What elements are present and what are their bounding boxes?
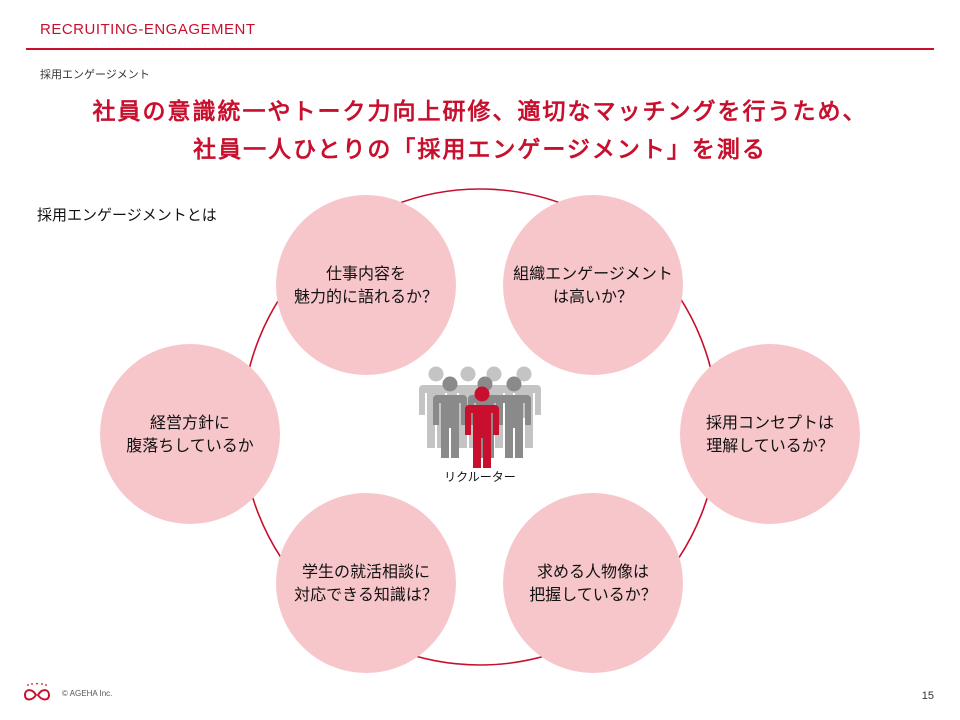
circle-job-content: 仕事内容を 魅力的に語れるか？ bbox=[276, 195, 456, 375]
page-number: 15 bbox=[921, 690, 934, 702]
ageha-logo-icon bbox=[23, 682, 51, 701]
diagram-label: 採用エンゲージメントとは bbox=[37, 206, 217, 224]
circle-text: 組織エンゲージメント は高いか？ bbox=[513, 264, 673, 306]
circle-recruit-concept: 採用コンセプトは 理解しているか？ bbox=[680, 344, 860, 524]
recruiter-group-icon bbox=[419, 366, 541, 468]
section-label: 採用エンゲージメント bbox=[40, 68, 150, 81]
header-rule bbox=[26, 48, 934, 50]
circle-text: 採用コンセプトは 理解しているか？ bbox=[705, 413, 834, 455]
circle-text: 求める人物像は 把握しているか？ bbox=[529, 562, 657, 604]
circle-text: 仕事内容を 魅力的に語れるか？ bbox=[293, 264, 438, 306]
center-caption: リクルーター bbox=[444, 470, 516, 484]
circle-management-policy: 経営方針に 腹落ちしているか bbox=[100, 344, 280, 524]
circle-ideal-candidate: 求める人物像は 把握しているか？ bbox=[503, 493, 683, 673]
headline-line-2: 社員一人ひとりの「採用エンゲージメント」を測る bbox=[193, 137, 767, 163]
copyright: © AGEHA Inc. bbox=[62, 689, 113, 698]
circle-org-engagement: 組織エンゲージメント は高いか？ bbox=[503, 195, 683, 375]
headline-line-1: 社員の意識統一やトーク力向上研修、適切なマッチングを行うため、 bbox=[92, 99, 868, 125]
circle-text: 学生の就活相談に 対応できる知識は？ bbox=[294, 562, 438, 604]
circle-student-consult: 学生の就活相談に 対応できる知識は？ bbox=[276, 493, 456, 673]
circle-text: 経営方針に 腹落ちしているか bbox=[126, 413, 254, 455]
header-label: RECRUITING-ENGAGEMENT bbox=[40, 21, 256, 38]
